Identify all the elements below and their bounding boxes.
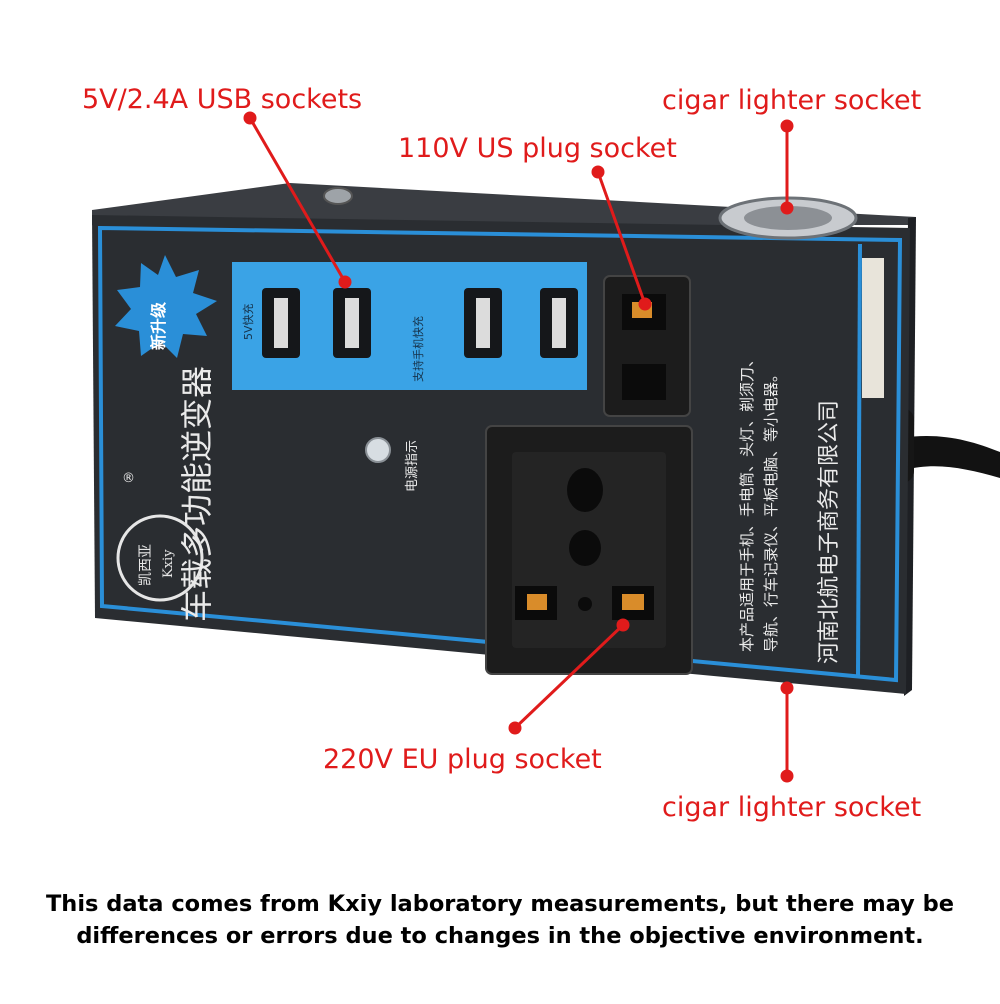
usb-label-fast-charge: 5V快充 (241, 303, 255, 340)
brand-name-cn: 凯西亚 (138, 544, 154, 586)
cigar-top-pointer-dot (780, 119, 794, 133)
disclaimer-line-2: differences or errors due to changes in … (76, 923, 924, 949)
us-plug-socket (603, 275, 691, 417)
badge-label: 新升级 (149, 301, 168, 350)
us-plug-pointer-dot (591, 165, 605, 179)
brand-name-en: Kxiy (161, 549, 176, 578)
device-description-line-2: 导航、行车记录仪、平板电脑、等小电器。 (762, 367, 780, 652)
device-description-line-1: 本产品适用于手机、手电筒、头灯、剃须刀、 (738, 352, 756, 652)
eu-plug-pointer-line (513, 623, 625, 730)
usb-pointer-line (248, 117, 347, 283)
usb-sockets-callout: 5V/2.4A USB sockets (82, 84, 363, 115)
registered-mark: ® (122, 471, 135, 486)
device-title: 车载多功能逆变器 (178, 366, 216, 622)
usb-ports (262, 288, 578, 358)
cigar-bottom-pointer-dot (780, 769, 794, 783)
cigar-lighter-socket-inner (744, 206, 832, 230)
label-sticker (862, 258, 884, 398)
new-upgrade-badge (115, 255, 217, 358)
callout-pointers (243, 111, 794, 783)
usb-port-2 (333, 288, 371, 358)
usb-port-3 (464, 288, 502, 358)
disclaimer-note: This data comes from Kxiy laboratory mea… (0, 888, 1000, 952)
usb-pointer-dot (243, 111, 257, 125)
eu-plug-pointer-dot (508, 721, 522, 735)
device-blue-divider (856, 243, 862, 677)
us-plug-socket-callout: 110V US plug socket (398, 133, 677, 164)
power-cable (900, 435, 1000, 478)
us-plug-pointer-line (596, 171, 647, 305)
device-top-edge (92, 183, 916, 225)
screw-icon (323, 187, 353, 205)
usb-port-1 (262, 288, 300, 358)
eu-plug-socket (485, 425, 693, 675)
usb-port-4 (540, 288, 578, 358)
cigar-lighter-socket-callout-top: cigar lighter socket (662, 85, 922, 116)
disclaimer-line-1: This data comes from Kxiy laboratory mea… (45, 891, 955, 917)
eu-plug-socket-callout: 220V EU plug socket (323, 744, 602, 775)
cigar-lighter-socket-callout-bottom: cigar lighter socket (662, 792, 922, 823)
brand-logo-icon (116, 514, 204, 602)
usb-label-phone-fast-charge: 支持手机快充 (411, 316, 425, 382)
company-name: 河南北航电子商务有限公司 (817, 400, 842, 664)
power-indicator-led (365, 437, 391, 463)
device-blue-border (97, 225, 903, 683)
power-indicator-label: 电源指示 (405, 440, 420, 492)
